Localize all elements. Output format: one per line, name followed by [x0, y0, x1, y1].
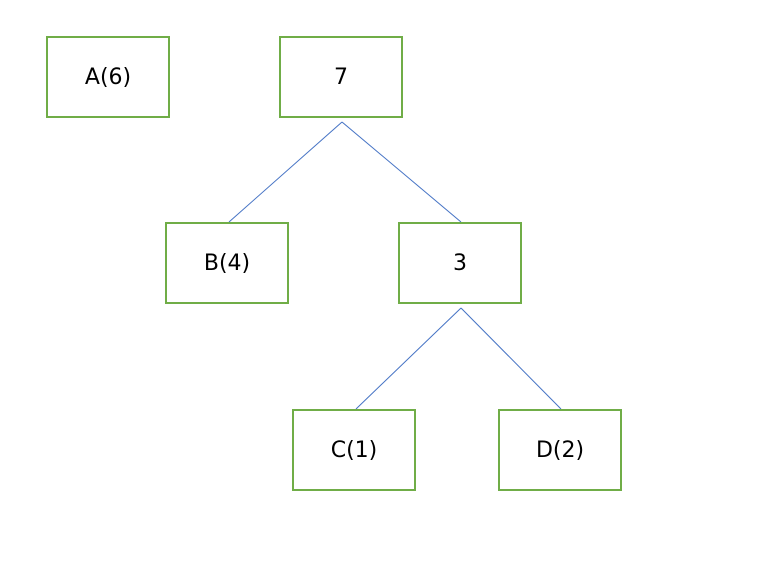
- node-b-label: B(4): [203, 250, 251, 276]
- node-b: B(4): [165, 222, 289, 304]
- node-a: A(6): [46, 36, 170, 118]
- node-root: 7: [279, 36, 403, 118]
- node-inner-label: 3: [453, 250, 467, 276]
- node-c: C(1): [292, 409, 416, 491]
- edge-3-to-c: [355, 307, 462, 410]
- node-inner: 3: [398, 222, 522, 304]
- edge-3-to-d: [460, 307, 562, 410]
- node-a-label: A(6): [84, 64, 132, 90]
- node-d-label: D(2): [535, 437, 585, 463]
- node-root-label: 7: [334, 64, 348, 90]
- node-c-label: C(1): [330, 437, 378, 463]
- node-d: D(2): [498, 409, 622, 491]
- edge-7-to-b: [228, 121, 343, 223]
- edge-7-to-3: [341, 121, 462, 223]
